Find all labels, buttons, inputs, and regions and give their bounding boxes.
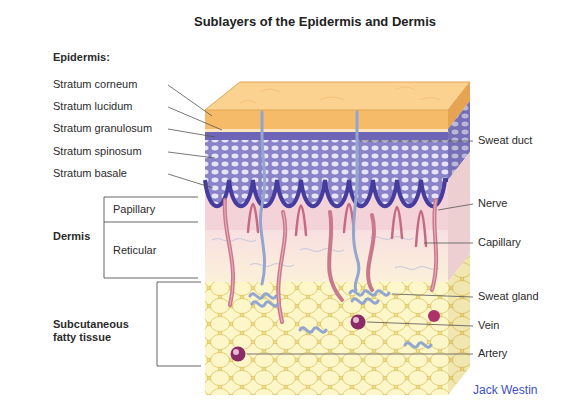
leader-line xyxy=(168,85,212,116)
diagram-title: Sublayers of the Epidermis and Dermis xyxy=(194,14,436,30)
sweat-gland-coil xyxy=(300,328,326,333)
nerve-highlight xyxy=(278,212,285,322)
capillary-loop xyxy=(392,207,402,238)
fiber xyxy=(300,249,344,252)
leader-line xyxy=(438,204,473,210)
subcutaneous-bracket xyxy=(157,282,201,366)
nerve-highlight xyxy=(225,200,233,305)
vein-section xyxy=(428,310,440,322)
leader-line xyxy=(392,294,473,297)
part-label: Sweat duct xyxy=(478,134,532,147)
leader-line xyxy=(168,152,215,158)
sweat-duct xyxy=(260,112,264,284)
part-label: Sweat gland xyxy=(478,290,539,303)
surface-cell xyxy=(240,87,440,103)
sweat-gland-coil xyxy=(350,291,389,304)
skin-block xyxy=(205,82,470,395)
layer-label: Stratum corneum xyxy=(53,78,137,91)
capillaries xyxy=(248,204,426,246)
leader-line xyxy=(168,129,215,137)
heading: Epidermis: xyxy=(53,51,110,64)
layer-label: Stratum granulosum xyxy=(53,122,152,135)
reticular-layer xyxy=(205,228,448,282)
lucid-layer xyxy=(205,129,448,132)
side-fat xyxy=(448,254,470,395)
nerve-fiber xyxy=(329,212,342,300)
nerve-highlights xyxy=(225,200,436,322)
nerves xyxy=(225,200,436,322)
fiber xyxy=(250,264,294,267)
part-label: Capillary xyxy=(478,236,521,249)
capillary-loop xyxy=(296,206,306,236)
top-surface xyxy=(205,82,470,110)
granular-layer xyxy=(205,132,448,140)
capillary-loop xyxy=(416,211,426,246)
heading: Subcutaneous fatty tissue xyxy=(53,318,145,344)
fat-layer xyxy=(205,282,448,395)
part-label: Artery xyxy=(478,347,507,360)
artery-lumen xyxy=(233,349,239,355)
leader-line xyxy=(424,243,473,244)
leader-lines xyxy=(168,85,473,354)
sweat-ducts xyxy=(250,112,431,347)
vein-section xyxy=(351,315,366,330)
nerve-fiber xyxy=(432,200,436,290)
dermis-bracket xyxy=(104,197,198,278)
leader-line xyxy=(247,354,473,355)
vein-lumen xyxy=(353,317,359,323)
leader-line xyxy=(360,141,473,142)
layer-label: Stratum basale xyxy=(53,167,127,180)
nerve-fiber xyxy=(278,212,285,322)
fiber xyxy=(395,267,439,270)
capillary-loop xyxy=(248,204,258,232)
layer-brackets xyxy=(104,197,201,366)
sublayer-label: Reticular xyxy=(113,244,156,257)
nerve-highlight xyxy=(432,200,436,290)
cornified-layer xyxy=(205,110,448,129)
nerve-fiber xyxy=(368,215,374,290)
part-label: Nerve xyxy=(478,197,507,210)
fiber xyxy=(212,239,256,242)
heading: Dermis xyxy=(53,230,90,243)
sweat-gland-coil xyxy=(405,343,431,348)
leader-line xyxy=(367,322,473,326)
leader-line xyxy=(168,174,213,188)
leader-line xyxy=(168,107,222,130)
sublayer-label: Papillary xyxy=(113,203,155,216)
side-shade xyxy=(448,254,470,395)
artery-section xyxy=(231,347,246,362)
part-label: Vein xyxy=(478,319,499,332)
nerve-fiber xyxy=(225,200,233,305)
sweat-duct xyxy=(353,112,358,290)
epidermis-cells xyxy=(205,132,448,206)
sweat-gland-coil xyxy=(250,294,278,307)
layer-label: Stratum spinosum xyxy=(53,145,142,158)
surface-texture xyxy=(240,87,440,103)
basal-layer xyxy=(205,180,448,206)
watermark: Jack Westin xyxy=(473,384,537,397)
layer-label: Stratum lucidum xyxy=(53,100,132,113)
collagen-fibers xyxy=(212,237,439,270)
